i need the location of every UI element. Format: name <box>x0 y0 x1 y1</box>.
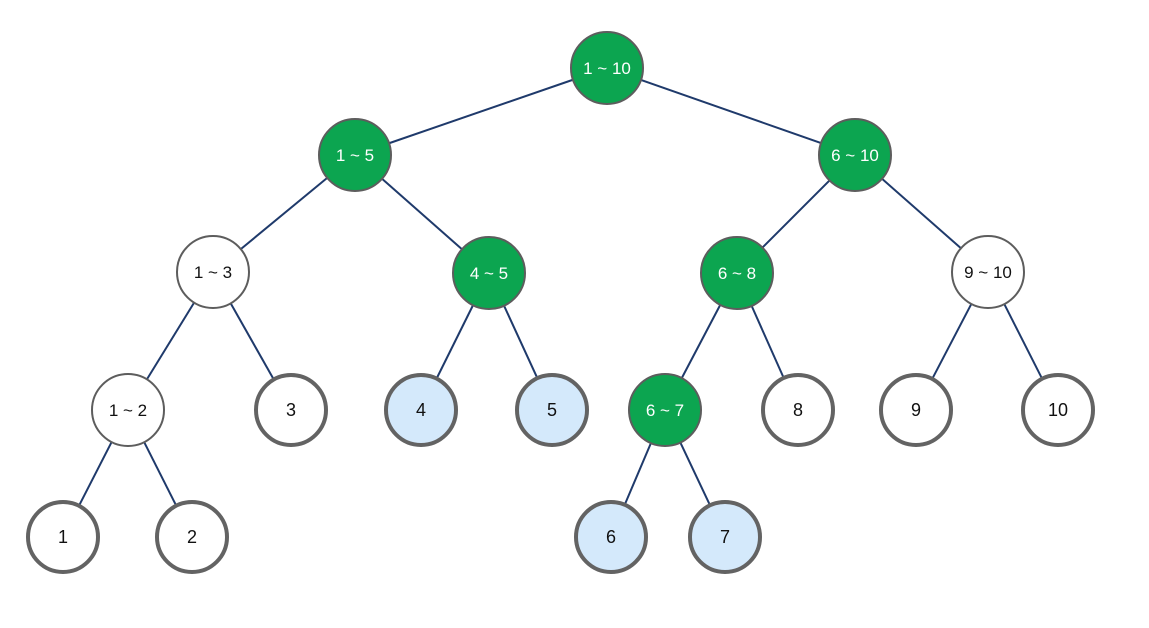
tree-node-n9-10[interactable]: 9 ~ 10 <box>951 235 1025 309</box>
tree-edge <box>640 78 822 145</box>
tree-node-label: 1 ~ 5 <box>335 145 375 165</box>
tree-node-label: 1 ~ 10 <box>583 58 631 78</box>
tree-edge <box>143 441 177 506</box>
tree-node-label: 10 <box>1047 400 1069 420</box>
tree-node-label: 6 ~ 7 <box>645 400 685 420</box>
tree-node-label: 8 <box>792 400 803 420</box>
tree-edge <box>146 302 195 380</box>
tree-node-label: 2 <box>186 527 197 547</box>
tree-node-label: 4 <box>415 400 426 420</box>
tree-node-label: 6 <box>605 527 616 547</box>
tree-edge <box>229 302 275 380</box>
tree-node-label: 3 <box>285 400 296 420</box>
tree-node-label: 6 ~ 8 <box>717 263 757 283</box>
tree-node-n4-5[interactable]: 4 ~ 5 <box>452 236 526 310</box>
tree-node-n6-10[interactable]: 6 ~ 10 <box>818 118 892 192</box>
tree-edge <box>78 441 113 506</box>
tree-edge <box>388 78 574 145</box>
tree-node-label: 9 ~ 10 <box>964 262 1012 282</box>
tree-node-leaf7[interactable]: 7 <box>688 500 762 574</box>
tree-node-label: 5 <box>546 400 557 420</box>
tree-node-n6-7[interactable]: 6 ~ 7 <box>628 373 702 447</box>
tree-node-leaf8[interactable]: 8 <box>761 373 835 447</box>
tree-edge <box>240 177 328 250</box>
tree-node-label: 1 ~ 3 <box>193 262 233 282</box>
tree-edge <box>503 305 538 378</box>
tree-node-n1-2[interactable]: 1 ~ 2 <box>91 373 165 447</box>
tree-node-leaf1[interactable]: 1 <box>26 500 100 574</box>
tree-edge <box>1003 303 1043 379</box>
tree-node-leaf6[interactable]: 6 <box>574 500 648 574</box>
tree-node-label: 7 <box>719 527 730 547</box>
tree-node-leaf2[interactable]: 2 <box>155 500 229 574</box>
tree-edge <box>761 179 831 249</box>
tree-node-label: 6 ~ 10 <box>831 145 879 165</box>
tree-edge <box>381 178 463 250</box>
tree-edge <box>624 442 652 505</box>
tree-node-label: 9 <box>910 400 921 420</box>
tree-edge <box>881 178 962 249</box>
tree-node-n6-8[interactable]: 6 ~ 8 <box>700 236 774 310</box>
tree-edge <box>679 442 711 505</box>
tree-node-n1-3[interactable]: 1 ~ 3 <box>176 235 250 309</box>
tree-edge <box>436 304 474 379</box>
tree-node-root[interactable]: 1 ~ 10 <box>570 31 644 105</box>
tree-node-leaf9[interactable]: 9 <box>879 373 953 447</box>
tree-edge <box>680 304 722 379</box>
tree-node-n1-5[interactable]: 1 ~ 5 <box>318 118 392 192</box>
tree-node-leaf5[interactable]: 5 <box>515 373 589 447</box>
tree-edge <box>931 303 973 379</box>
tree-node-label: 1 ~ 2 <box>108 400 148 420</box>
tree-node-label: 1 <box>57 527 68 547</box>
tree-node-leaf3[interactable]: 3 <box>254 373 328 447</box>
tree-node-label: 4 ~ 5 <box>469 263 509 283</box>
tree-node-leaf10[interactable]: 10 <box>1021 373 1095 447</box>
tree-node-leaf4[interactable]: 4 <box>384 373 458 447</box>
tree-edge <box>750 305 785 378</box>
